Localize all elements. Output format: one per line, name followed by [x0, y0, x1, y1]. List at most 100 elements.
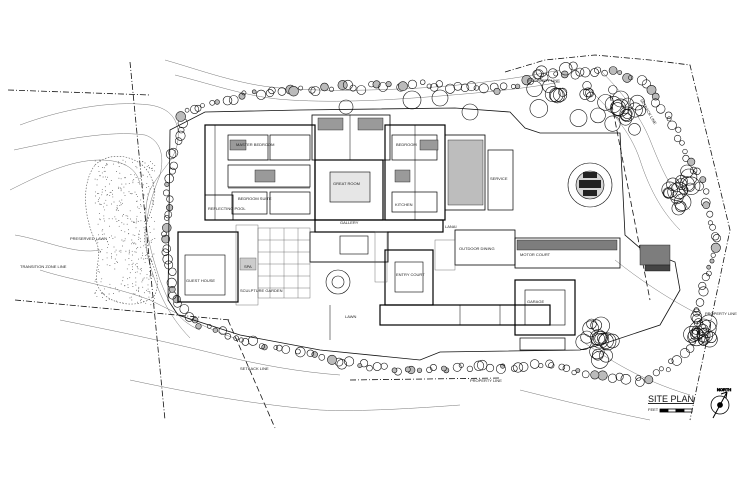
scale-bar	[659, 408, 693, 413]
stipple-dot	[120, 162, 122, 164]
tree-icon	[706, 264, 712, 270]
stipple-dot	[123, 223, 125, 225]
stipple-dot	[142, 184, 144, 186]
stipple-dot	[147, 252, 148, 254]
stipple-dot	[106, 204, 108, 206]
stipple-dot	[109, 225, 111, 227]
stipple-dot	[122, 280, 124, 282]
stipple-dot	[132, 262, 134, 264]
stipple-dot	[148, 185, 150, 187]
tree-icon	[539, 73, 549, 82]
tree-icon	[510, 365, 518, 372]
stipple-dot	[120, 251, 122, 253]
stipple-dot	[154, 238, 156, 239]
stipple-dot	[143, 277, 145, 279]
tree-icon	[318, 353, 326, 361]
tree-icon	[310, 86, 321, 96]
stipple-dot	[135, 264, 136, 266]
stipple-dot	[106, 194, 108, 195]
stipple-dot	[144, 262, 146, 264]
stipple-dot	[121, 183, 123, 185]
stipple-dot	[129, 272, 131, 274]
tree-icon	[526, 80, 543, 97]
tree-icon	[575, 67, 585, 77]
tree-icon	[709, 224, 716, 231]
tree-icon	[667, 182, 686, 201]
stipple-dot	[147, 240, 149, 242]
stipple-dot	[154, 220, 156, 222]
stipple-dot	[118, 162, 120, 164]
stipple-dot	[128, 249, 130, 251]
tree-icon	[667, 120, 677, 131]
tree-icon	[675, 201, 687, 213]
stipple-dot	[134, 174, 136, 176]
tree-icon	[165, 148, 177, 160]
tree-icon	[426, 83, 432, 89]
tree-icon	[356, 85, 367, 95]
stipple-dot	[145, 289, 147, 291]
tree-icon	[579, 88, 591, 100]
stipple-dot	[144, 162, 146, 164]
tree-icon	[533, 69, 544, 80]
stipple-dot	[95, 279, 97, 281]
stipple-dot	[134, 293, 136, 295]
stipple-dot	[140, 296, 142, 298]
stipple-dot	[140, 199, 142, 201]
stipple-dot	[152, 275, 154, 277]
stipple-dot	[103, 167, 105, 169]
stipple-dot	[145, 255, 147, 256]
stipple-dot	[139, 273, 141, 275]
house-footprint	[177, 114, 621, 351]
tree-icon	[460, 83, 470, 93]
stipple-dot	[150, 168, 152, 170]
planting-beds	[229, 117, 671, 272]
stipple-dot	[102, 293, 104, 295]
stipple-dot	[140, 299, 142, 300]
stipple-dot	[132, 241, 134, 243]
tree-icon	[553, 71, 559, 77]
stipple-dot	[122, 159, 124, 161]
tree-icon	[604, 96, 622, 114]
stipple-dot	[123, 186, 125, 188]
stipple-dot	[102, 259, 104, 261]
stipple-dot	[144, 208, 146, 210]
stipple-dot	[125, 250, 127, 252]
stipple-dot	[138, 234, 140, 236]
stipple-dot	[125, 177, 126, 179]
tree-icon	[701, 331, 718, 348]
stipple-dot	[112, 193, 113, 195]
tree-icon	[560, 70, 569, 79]
stipple-dot	[127, 215, 129, 217]
tree-icon	[591, 330, 610, 349]
tree-icon	[404, 366, 411, 373]
stipple-dot	[150, 241, 152, 243]
stipple-dot	[142, 255, 143, 257]
stipple-dot	[110, 180, 112, 181]
tree-icon	[466, 365, 474, 373]
stipple-dot	[152, 181, 154, 183]
stipple-dot	[122, 302, 124, 304]
tree-icon	[336, 359, 347, 370]
courtyard-grids	[235, 224, 456, 306]
stipple-dot	[108, 293, 110, 295]
stipple-dot	[107, 176, 108, 178]
stipple-dot	[138, 236, 140, 238]
stipple-dot	[147, 193, 149, 195]
stipple-dot	[94, 202, 96, 204]
tree-icon	[268, 86, 276, 95]
stipple-dot	[126, 268, 128, 270]
tree-icon	[659, 366, 664, 372]
stipple-dot	[98, 264, 100, 266]
tree-icon	[712, 234, 721, 243]
tree-icon	[426, 366, 433, 374]
tree-icon	[641, 79, 651, 89]
north-arrow-icon: NORTH	[710, 387, 732, 419]
stipple-dot	[131, 193, 133, 194]
tree-icon	[337, 80, 348, 91]
tree-icon	[591, 350, 609, 369]
stipple-dot	[106, 178, 107, 180]
stipple-dot	[111, 235, 113, 237]
label-setback-line-south: SETBACK LINE	[240, 366, 269, 371]
stipple-dot	[120, 249, 122, 251]
tree-icon	[175, 111, 186, 122]
